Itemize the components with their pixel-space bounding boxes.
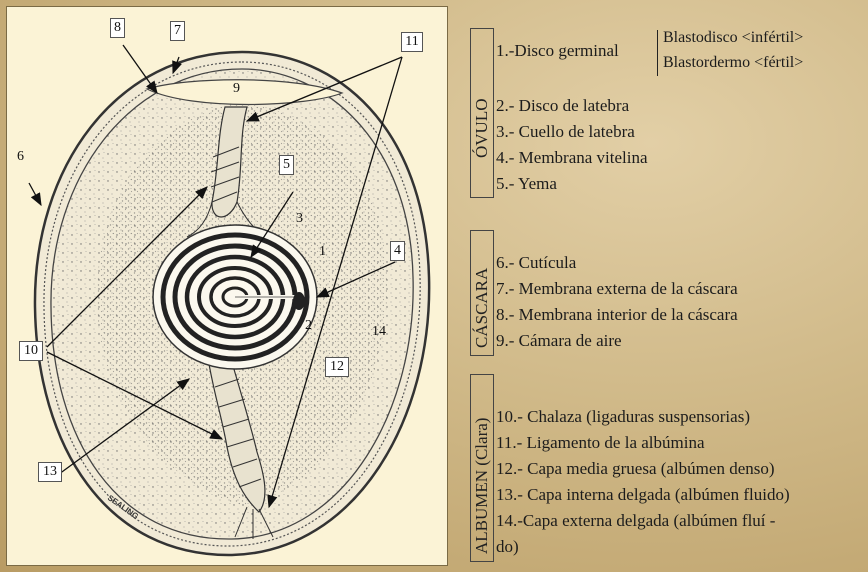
legend-item-1-sub-1: Blastodisco <infértil> [663, 30, 803, 46]
callout-6: 6 [17, 150, 24, 164]
legend-item-1-bracket [657, 30, 658, 76]
callout-1: 1 [319, 245, 326, 259]
callout-2: 2 [305, 319, 312, 333]
group-label-ovulo: ÓVULO [472, 99, 492, 159]
legend-item-1-sub-2: Blastordermo <fértil> [663, 55, 803, 71]
legend-item-14-cont: do) [496, 538, 519, 555]
callout-3: 3 [296, 212, 303, 226]
legend-item-11: 11.- Ligamento de la albúmina [496, 434, 705, 451]
yolk [153, 225, 317, 369]
callout-13: 13 [38, 462, 62, 482]
legend-item-12: 12.- Capa media gruesa (albúmen denso) [496, 460, 775, 477]
callout-14: 14 [372, 325, 386, 339]
legend-item-13: 13.- Capa interna delgada (albúmen fluid… [496, 486, 790, 503]
callout-10: 10 [19, 341, 43, 361]
callout-7: 7 [170, 21, 185, 41]
legend-item-6: 6.- Cutícula [496, 254, 576, 271]
legend-item-5: 5.- Yema [496, 175, 557, 192]
legend-item-3: 3.- Cuello de latebra [496, 123, 635, 140]
callout-8: 8 [110, 18, 125, 38]
group-label-cascara: CÁSCARA [472, 268, 492, 348]
legend-item-2: 2.- Disco de latebra [496, 97, 629, 114]
legend-item-8: 8.- Membrana interior de la cáscara [496, 306, 738, 323]
legend-item-14: 14.-Capa externa delgada (albúmen fluí - [496, 512, 775, 529]
callout-12: 12 [325, 357, 349, 377]
legend-item-9: 9.- Cámara de aire [496, 332, 622, 349]
egg-diagram: SEALING [7, 7, 449, 567]
legend-item-7: 7.- Membrana externa de la cáscara [496, 280, 738, 297]
egg-diagram-panel: SEALING 8 7 11 5 4 10 12 13 6 9 3 1 2 14 [6, 6, 448, 566]
legend-item-10: 10.- Chalaza (ligaduras suspensorias) [496, 408, 750, 425]
legend-item-4: 4.- Membrana vitelina [496, 149, 648, 166]
callout-9: 9 [233, 82, 240, 96]
callout-5: 5 [279, 155, 294, 175]
legend-item-1: 1.-Disco germinal [496, 42, 619, 59]
callout-11: 11 [401, 32, 423, 52]
callout-4: 4 [390, 241, 405, 261]
group-label-albumen: ALBUMEN (Clara) [472, 418, 492, 554]
